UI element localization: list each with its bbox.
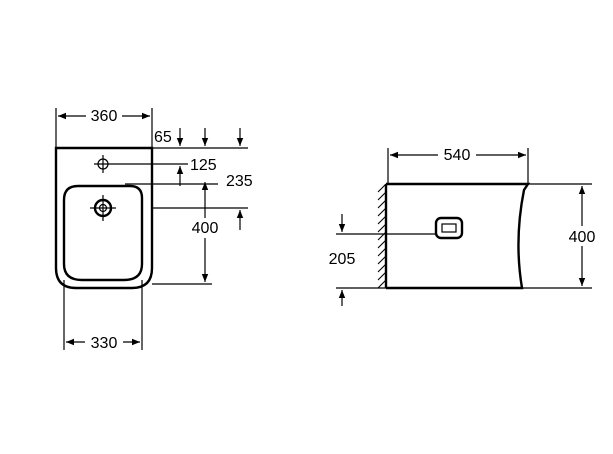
dim-65-label: 65 (154, 129, 172, 146)
dim-330-label: 330 (91, 335, 118, 352)
dim-360-label: 360 (91, 108, 118, 125)
dim-400-side-label: 400 (569, 229, 596, 246)
side-view: 540 400 205 (329, 144, 599, 306)
dim-205-label: 205 (329, 251, 356, 268)
dim-400-top-label: 400 (192, 220, 219, 237)
bidet-side-profile (386, 182, 531, 290)
dim-540-label: 540 (444, 147, 471, 164)
outlet-icon (434, 216, 464, 240)
dim-235-label: 235 (226, 173, 253, 190)
top-view: 360 330 65 125 235 400 (54, 104, 253, 352)
bidet-outline (54, 146, 154, 290)
dim-125-label: 125 (190, 157, 217, 174)
wall-hatch (377, 183, 388, 289)
bowl-outline (62, 184, 144, 282)
